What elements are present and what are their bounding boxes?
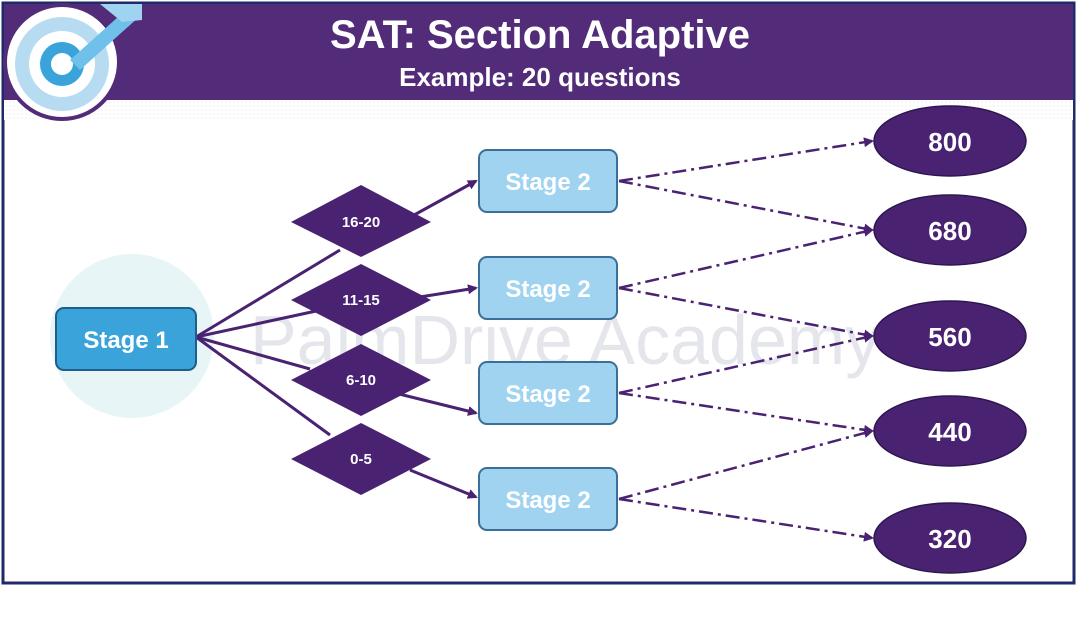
arrow-0-5-to-stage2 [409, 468, 478, 499]
stage1-connectors [195, 248, 341, 437]
score-label: 800 [928, 127, 971, 157]
score-label: 320 [928, 524, 971, 554]
page-title: SAT: Section Adaptive [330, 13, 750, 57]
score-link-arrow [618, 179, 874, 234]
score-label: 440 [928, 417, 971, 447]
score-link-arrow [618, 391, 874, 435]
connector-stage1-0-5 [195, 335, 331, 437]
stage2-node: Stage 2 [478, 256, 618, 320]
range-diamond: 0-5 [291, 423, 431, 495]
stage2-label: Stage 2 [505, 487, 590, 514]
stage1-node: Stage 1 [55, 307, 197, 371]
page-subtitle: Example: 20 questions [399, 62, 681, 92]
header-texture-strip [4, 100, 1073, 120]
stage2-node: Stage 2 [478, 361, 618, 425]
stage2-node: Stage 2 [478, 467, 618, 531]
range-label: 0-5 [350, 451, 372, 468]
connector-stage1-6-10 [195, 335, 311, 371]
range-label: 11-15 [342, 292, 380, 309]
score-link-arrow [618, 428, 874, 501]
score-link-arrow [618, 137, 874, 183]
score-link-arrow [618, 226, 874, 290]
score-node: 560 [873, 300, 1027, 372]
range-diamond: 16-20 [291, 185, 431, 257]
score-node: 440 [873, 395, 1027, 467]
score-link-arrow [618, 332, 874, 395]
range-label: 6-10 [346, 372, 376, 389]
score-links [618, 137, 874, 542]
stage2-label: Stage 2 [505, 276, 590, 303]
arrow-16-20-to-stage2 [404, 179, 478, 222]
range-label: 16-20 [342, 214, 380, 231]
arrow-11-15-to-stage2 [419, 284, 478, 299]
score-link-arrow [618, 286, 874, 340]
stage2-label: Stage 2 [505, 381, 590, 408]
range-arrows [394, 179, 478, 499]
stage1-label: Stage 1 [83, 327, 168, 354]
range-diamond: 11-15 [291, 264, 431, 336]
score-link-arrow [618, 497, 874, 542]
arrow-6-10-to-stage2 [394, 391, 478, 416]
stage2-node: Stage 2 [478, 149, 618, 213]
score-label: 680 [928, 216, 971, 246]
connector-stage1-11-15 [195, 306, 331, 339]
range-diamond: 6-10 [291, 344, 431, 416]
stage2-label: Stage 2 [505, 169, 590, 196]
score-node: 800 [873, 105, 1027, 177]
target-logo-icon [3, 3, 142, 121]
header-band [4, 4, 1073, 100]
score-node: 320 [873, 502, 1027, 574]
score-label: 560 [928, 322, 971, 352]
score-node: 680 [873, 194, 1027, 266]
connector-stage1-16-20 [195, 248, 341, 339]
